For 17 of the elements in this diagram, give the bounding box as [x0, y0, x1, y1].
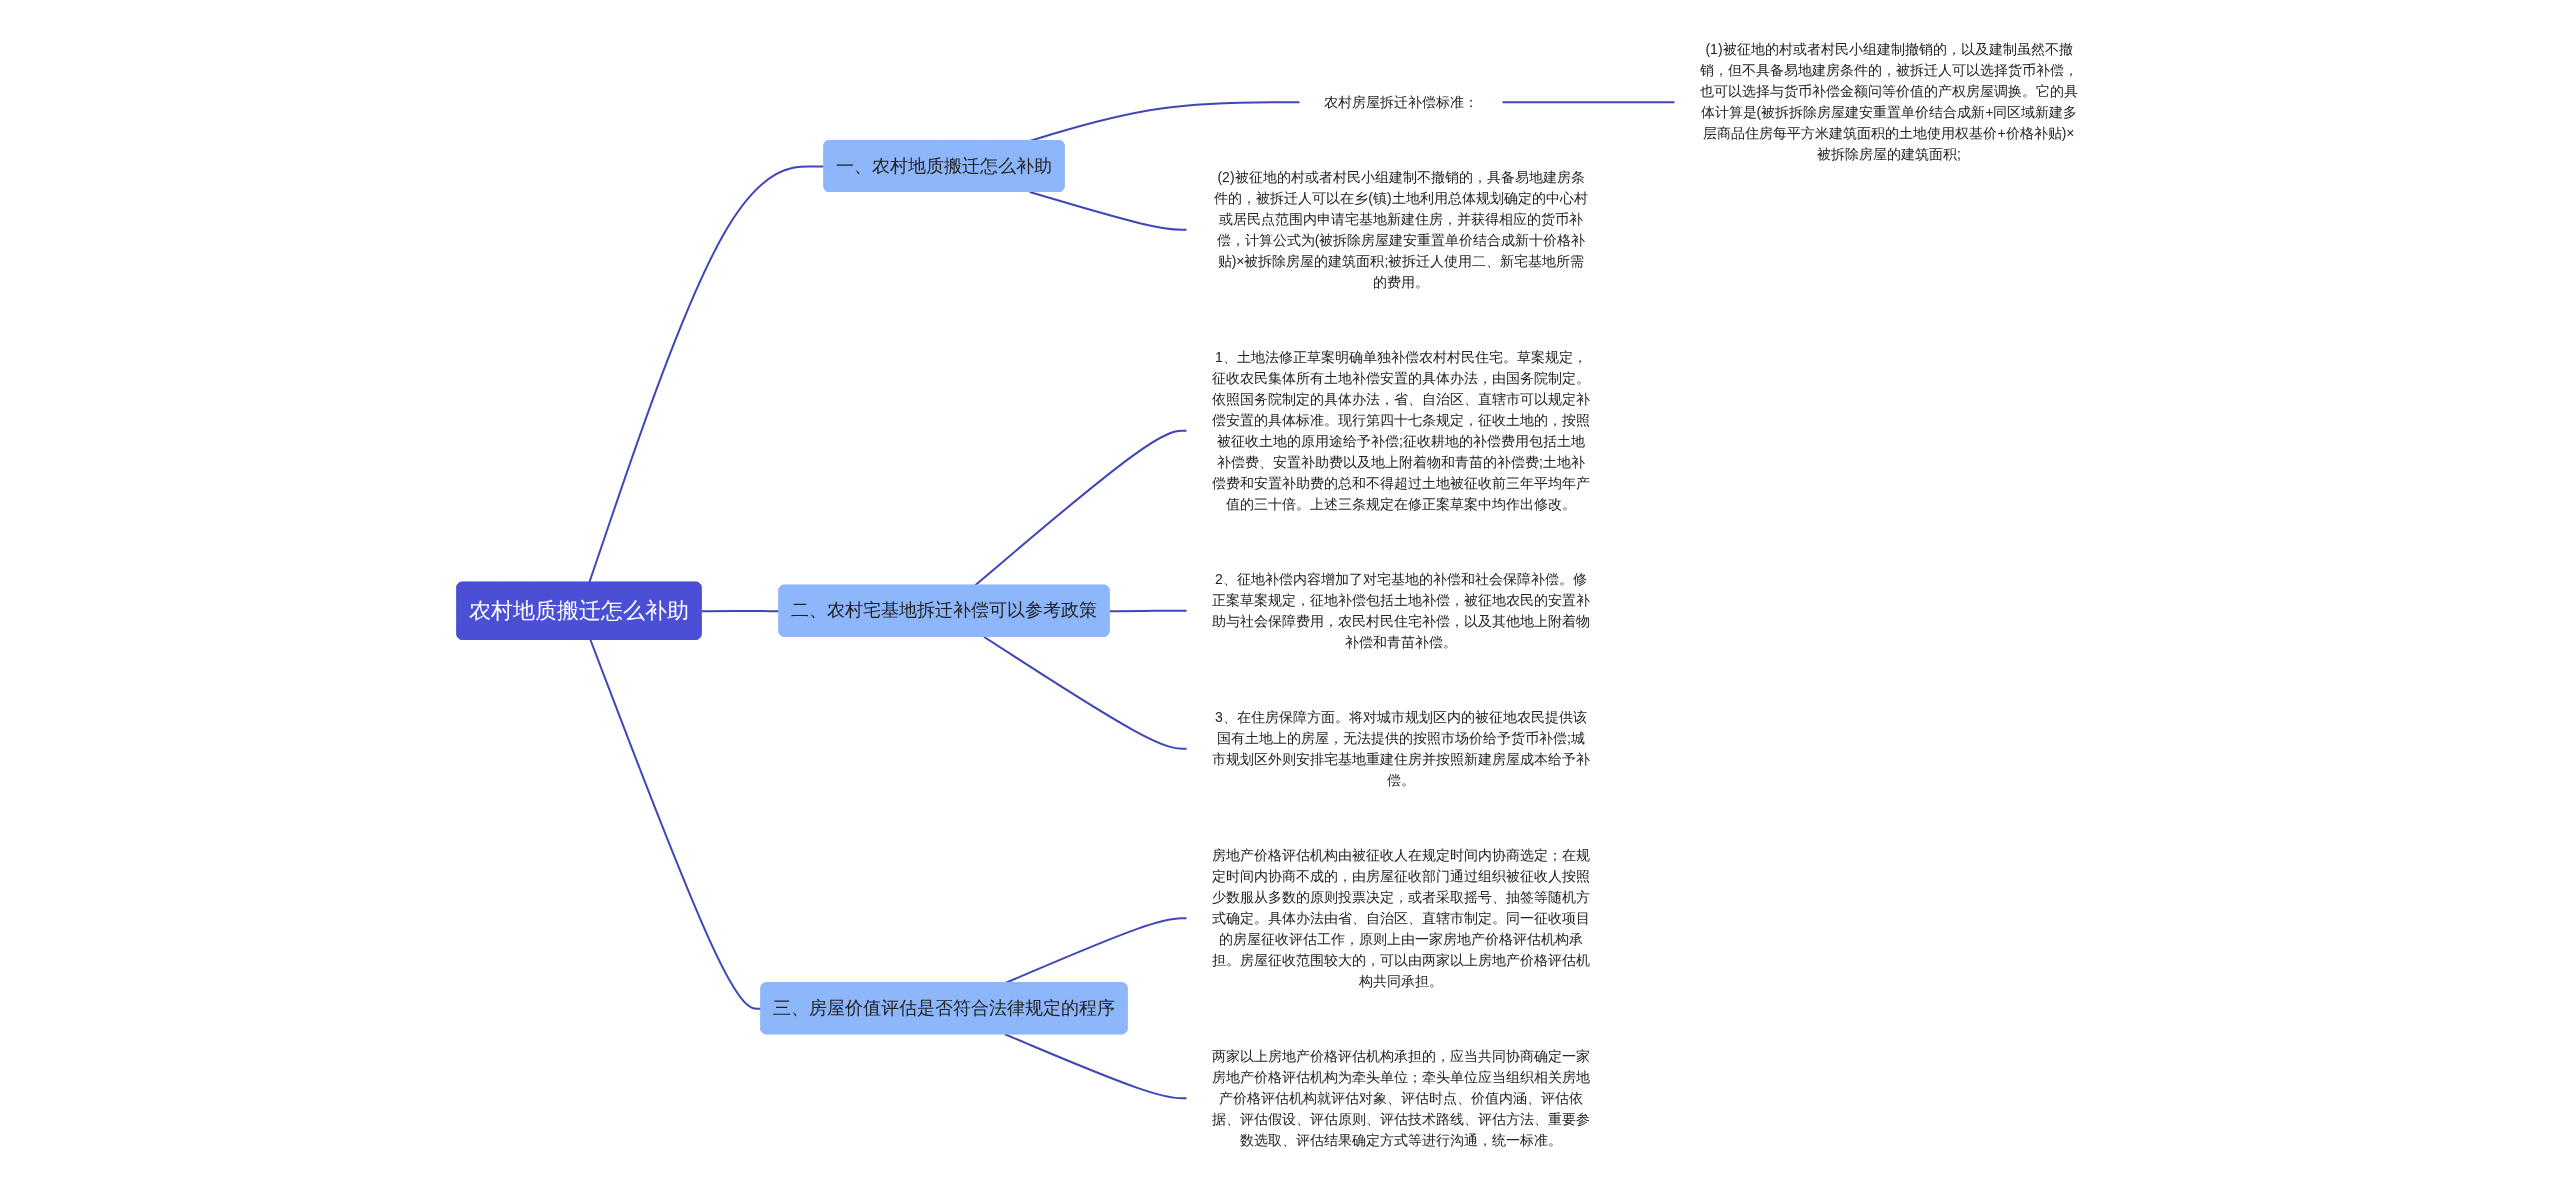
connector — [588, 165, 826, 584]
connector — [1003, 1033, 1188, 1100]
connector — [982, 635, 1188, 750]
connector — [589, 638, 763, 1010]
connector — [1028, 191, 1188, 231]
node-text: 农村房屋拆迁补偿标准： — [1324, 93, 1478, 110]
node-text: 2、征地补偿内容增加了对宅基地的补偿和社会保障补偿。修正案草案规定，征地补偿包括土地补偿，被征地农民的安置补助与社会保障费用，农民村民住宅补偿，以及其他地上附着物补偿和青苗补偿。 — [1212, 570, 1590, 650]
connector — [1108, 609, 1188, 613]
node-text: 3、在住房保障方面。将对城市规划区内的被征地农民提供该国有土地上的房屋，无法提供的按照市场价给予货币补偿;城市规划区外则安排宅基地重建住房并按照新建房屋成本给予补偿。 — [1212, 708, 1590, 788]
node-text: 房地产价格评估机构由被征收人在规定时间内协商选定；在规定时间内协商不成的，由房屋征收部门通过组织被征收人按照少数服从多数的原则投票决定，或者采取摇号、抽签等随机方式确定。具体办法由省、自治区、直辖市制定。同一征收项目的房屋征收评估工作，原则上由一家房地产价格评估机构承担。房屋征收范围较大的，可以由两家以上房地产价格评估机构共同承担。 — [1212, 846, 1590, 989]
node-text: 两家以上房地产价格评估机构承担的，应当共同协商确定一家房地产价格评估机构为牵头单位；牵头单位应当组织相关房地产价格评估机构就评估对象、评估时点、价值内涵、评估依据、评估假设、评估原则、评估技术路线、评估方法、重要参数选取、评估结果确定方式等进行沟通，统一标准。 — [1212, 1047, 1590, 1148]
connector — [1501, 101, 1676, 104]
connector — [700, 609, 781, 613]
connector — [973, 429, 1188, 587]
node-text: 1、土地法修正草案明确单独补偿农村村民住宅。草案规定，征收农民集体所有土地补偿安置的具体办法，由国务院制定。依照国务院制定的具体办法，省、自治区、直辖市可以规定补偿安置的具体标准。现行第四十七条规定，征收土地的，按照被征收土地的原用途给予补偿;征收耕地的补偿费用包括土地补偿费、安置补助费以及地上附着物和青苗的补偿费;土地补偿费和安置补助费的总和不得超过土地被征收前三年平均年产值的三十倍。上述三条规定在修正案草案中均作出修改。 — [1212, 348, 1590, 512]
node-text: (1)被征地的村或者村民小组建制撤销的，以及建制虽然不撤销，但不具备易地建房条件的，被拆迁人可以选择货币补偿，也可以选择与货币补偿金额问等价值的产权房屋调换。它的具体计算是(被拆拆除房屋建安重置单价结合成新+同区域新建多层商品住房每平方米建筑面积的土地使用权基价+价格补贴)×被拆除房屋的建筑面积; — [1700, 41, 2078, 163]
node-text: (2)被征地的村或者村民小组建制不撤销的，具备易地建房条件的，被拆迁人可以在乡(镇)土地利用总体规划确定的中心村或居民点范围内申请宅基地新建住房，并获得相应的货币补偿，计算公式为(被拆除房屋建安重置单价结合成新十价格补贴)×被拆除房屋的建筑面积;被拆迁人使用二、新宅基地所需的费用。 — [1214, 168, 1588, 290]
